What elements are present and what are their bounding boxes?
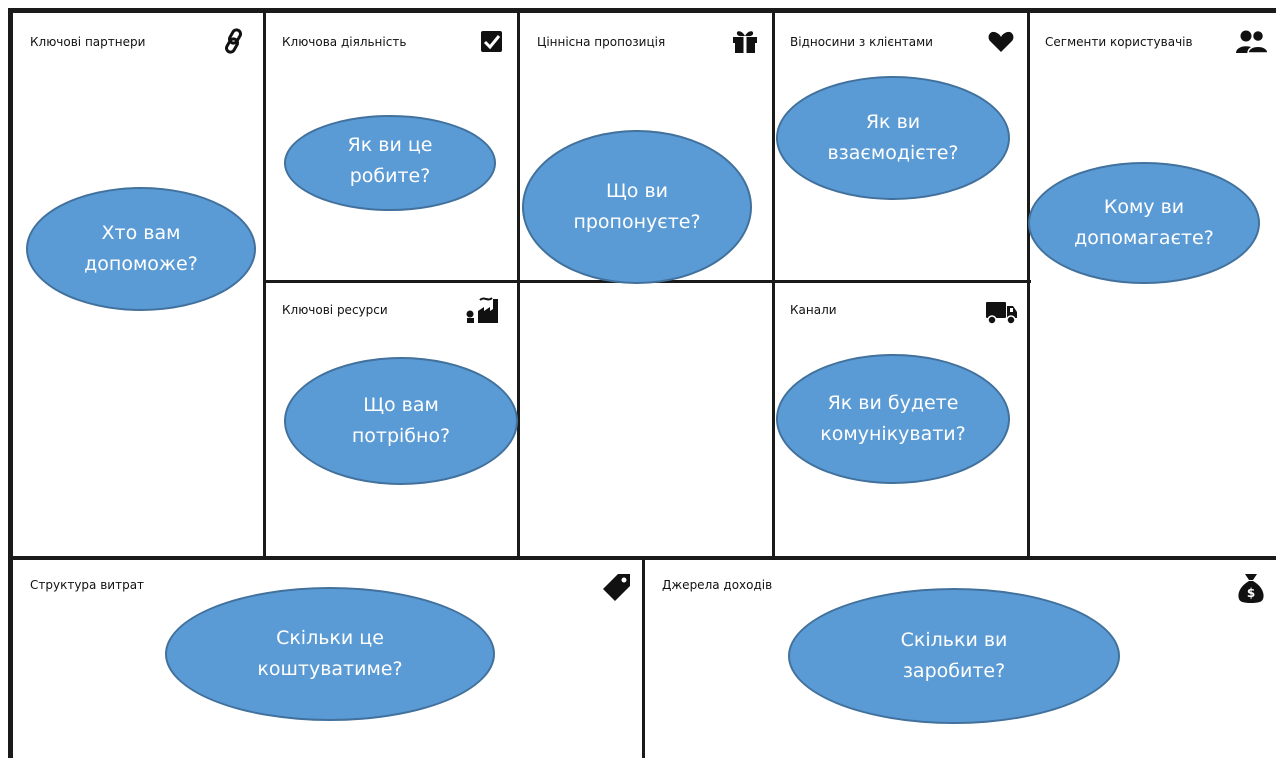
divider-activities-value (517, 8, 520, 559)
customer-segments-question: Кому ви допомагаєте? (1028, 162, 1260, 284)
key-activities-question: Як ви це робите? (284, 115, 496, 211)
divider-relationships-segments (1027, 8, 1030, 559)
key-partners-label: Ключові партнери (30, 35, 146, 49)
truck-icon (986, 302, 1017, 325)
heart-icon (988, 31, 1014, 52)
money-bag-icon: $ (1238, 574, 1264, 603)
users-icon (1236, 30, 1268, 54)
key-resources-label: Ключові ресурси (282, 303, 388, 317)
value-proposition-question: Що ви пропонуєте? (522, 130, 752, 284)
divider-value-relationships (772, 8, 775, 559)
channels-label: Канали (790, 303, 837, 317)
key-partners-question: Хто вам допоможе? (26, 187, 256, 311)
customer-relationships-label: Відносини з клієнтами (790, 35, 933, 49)
svg-text:$: $ (1247, 586, 1255, 600)
revenue-streams-label: Джерела доходів (662, 578, 773, 592)
channels-question: Як ви будете комунікувати? (776, 354, 1010, 484)
gift-icon (733, 31, 757, 53)
divider-cost-revenue (642, 557, 645, 758)
customer-segments-label: Сегменти користувачів (1045, 35, 1193, 49)
key-resources-question: Що вам потрібно? (284, 357, 518, 485)
left-border (8, 8, 13, 758)
top-border (8, 8, 1276, 13)
cost-structure-question: Скільки це коштуватиме? (165, 587, 495, 721)
factory-icon (466, 297, 498, 323)
divider-partners-activities (263, 8, 266, 559)
value-proposition-label: Ціннісна пропозиція (537, 35, 666, 49)
cost-structure-label: Структура витрат (30, 578, 145, 592)
revenue-streams-question: Скільки ви заробите? (788, 588, 1120, 724)
checkbox-icon (481, 31, 502, 52)
customer-relationships-question: Як ви взаємодієте? (776, 76, 1010, 200)
link-icon (225, 28, 242, 54)
price-tag-icon (603, 574, 630, 601)
key-activities-label: Ключова діяльність (282, 35, 407, 49)
